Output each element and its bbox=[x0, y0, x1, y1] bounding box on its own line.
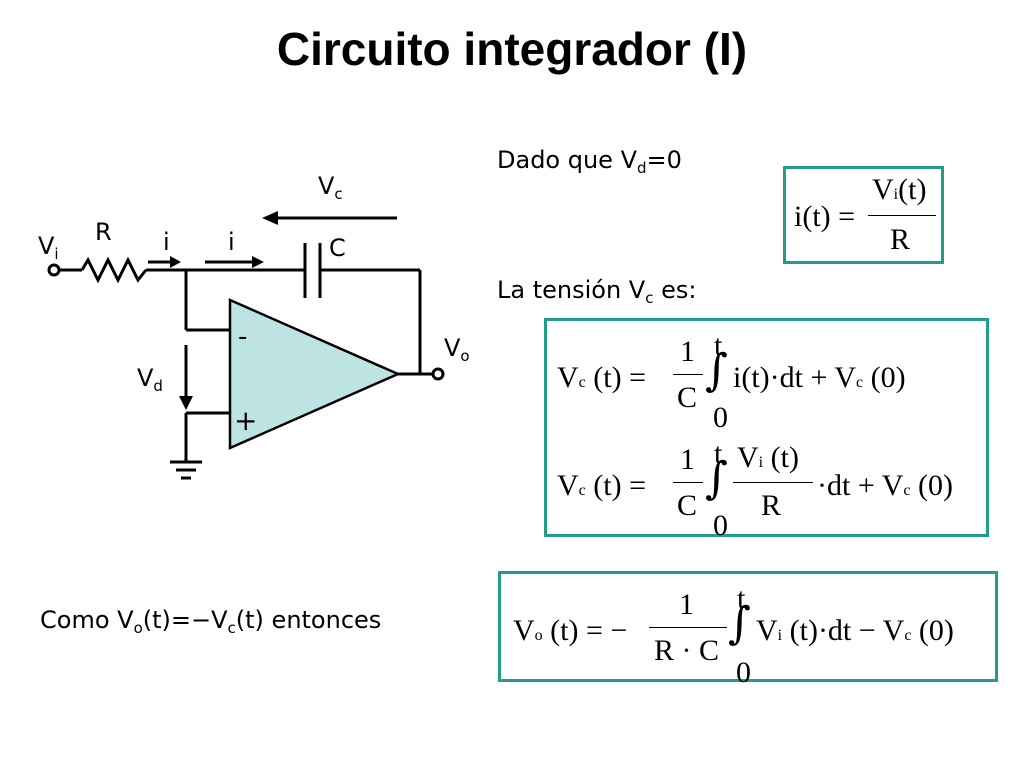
vi-terminal bbox=[47, 263, 61, 277]
vc2-fraction-denominator: R bbox=[761, 489, 782, 522]
vd-arrow-head bbox=[179, 396, 193, 410]
vc2-tail: ·dt + Vc (0) bbox=[817, 469, 953, 502]
vc2-fraction-numerator: Vi (t) bbox=[737, 441, 799, 474]
resistor-label: R bbox=[95, 218, 112, 246]
vc2-bar bbox=[673, 482, 703, 483]
vc2-upper-limit: t bbox=[714, 437, 723, 470]
vc1-integrand: i(t)·dt + Vc (0) bbox=[733, 361, 906, 394]
i-arrow-2-head bbox=[252, 256, 264, 268]
inverting-sign: - bbox=[238, 322, 248, 352]
vc1-bar bbox=[673, 374, 703, 375]
current-label-2: i bbox=[228, 228, 235, 256]
vc2-integral-sign: ∫ bbox=[705, 453, 728, 504]
vo-terminal bbox=[431, 367, 445, 381]
voltage-intro: La tensión Vc es: bbox=[497, 276, 697, 307]
opamp-triangle bbox=[228, 298, 402, 450]
vc1-upper-limit: t bbox=[714, 329, 723, 362]
vo-label: Vo bbox=[444, 334, 470, 365]
current-eq-bar bbox=[868, 215, 936, 216]
vo-bar bbox=[649, 627, 727, 628]
vc1-integral-sign: ∫ bbox=[705, 345, 728, 396]
vo-integral-sign: ∫ bbox=[728, 598, 751, 649]
vo-numerator: 1 bbox=[679, 588, 694, 621]
vo-upper-limit: t bbox=[737, 582, 746, 615]
vc1-denominator: C bbox=[677, 381, 698, 414]
vc-equations-box: Vc (t) = 1 C t ∫ 0 i(t)·dt + Vc (0) Vc (… bbox=[544, 318, 989, 541]
vo-denominator: R · C bbox=[654, 634, 720, 667]
vc2-lhs: Vc (t) = bbox=[557, 469, 647, 502]
vo-integrand: Vi (t)·dt − Vc (0) bbox=[756, 614, 954, 647]
vo-equation-box: Vo (t) = − 1 R · C t ∫ 0 Vi (t)·dt − Vc … bbox=[498, 571, 998, 688]
vc2-numerator: 1 bbox=[680, 443, 695, 476]
vc2-lower-limit: 0 bbox=[713, 509, 728, 542]
current-eq-numerator: Vi(t) bbox=[872, 173, 927, 206]
resistor bbox=[80, 256, 148, 284]
vo-lower-limit: 0 bbox=[736, 656, 751, 689]
vc1-lower-limit: 0 bbox=[713, 401, 728, 434]
vc1-lhs: Vc (t) = bbox=[557, 361, 647, 394]
noninverting-sign: + bbox=[234, 404, 258, 437]
conclusion-text: Como Vo(t)=−Vc(t) entonces bbox=[40, 606, 382, 637]
vc2-fraction-bar bbox=[733, 482, 813, 483]
vo-lhs: Vo (t) = − bbox=[513, 614, 628, 647]
given-condition: Dado que Vd=0 bbox=[497, 146, 682, 177]
vi-label: Vi bbox=[38, 232, 59, 263]
vc-arrow-head bbox=[262, 211, 278, 225]
capacitor-label: C bbox=[329, 234, 346, 262]
current-eq-lhs: i(t) = bbox=[794, 200, 856, 233]
vd-label: Vd bbox=[137, 364, 163, 395]
i-arrow-1-head bbox=[170, 256, 181, 268]
vc-label: Vc bbox=[318, 172, 343, 203]
vc2-denominator: C bbox=[677, 489, 698, 522]
page-title: Circuito integrador (I) bbox=[276, 23, 748, 75]
vc1-numerator: 1 bbox=[680, 335, 695, 368]
current-label-1: i bbox=[163, 228, 170, 256]
current-equation-box: i(t) = Vi(t) R bbox=[783, 166, 944, 264]
current-eq-denominator: R bbox=[890, 223, 911, 256]
